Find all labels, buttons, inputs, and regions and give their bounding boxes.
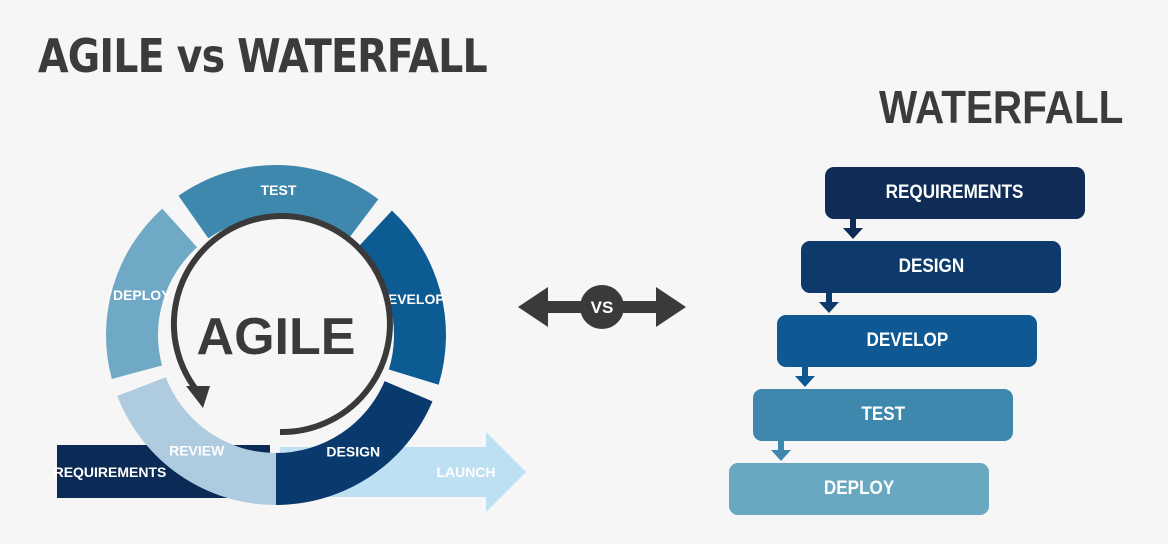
launch-label: LAUNCH (436, 464, 495, 480)
waterfall-title: WATERFALL (879, 81, 1124, 133)
vs-badge (580, 285, 624, 329)
agile-segment-test (178, 165, 379, 241)
waterfall-step-design: DESIGN (801, 241, 1061, 293)
waterfall-connector-arrow (819, 293, 839, 313)
agile-center-label: AGILE (197, 308, 356, 366)
waterfall-connector-arrow (795, 367, 815, 387)
page-title: AGILE vs WATERFALL (38, 29, 488, 83)
waterfall-step-requirements: REQUIREMENTS (825, 167, 1085, 219)
waterfall-connector-arrow (771, 441, 791, 461)
vs-label: VS (591, 298, 614, 317)
waterfall-step-label: DEVELOP (866, 330, 948, 351)
waterfall-step-develop: DEVELOP (777, 315, 1037, 367)
agile-segment-label-design: DESIGN (326, 444, 380, 460)
cycle-arrowhead (186, 386, 210, 408)
waterfall-step-test: TEST (753, 389, 1013, 441)
waterfall-step-label: DESIGN (898, 256, 964, 277)
agile-segment-design (276, 381, 433, 505)
agile-segment-deploy (106, 208, 198, 379)
waterfall-step-deploy: DEPLOY (729, 463, 989, 515)
cycle-arrow (170, 213, 393, 436)
waterfall-step-label: TEST (861, 404, 905, 425)
agile-segment-label-develop: DEVELOP (378, 291, 445, 307)
vs-double-arrow: VS (518, 285, 686, 329)
requirements-label: REQUIREMENTS (54, 464, 167, 480)
agile-segment-label-review: REVIEW (169, 442, 225, 458)
agile-segment-label-deploy: DEPLOY (113, 287, 171, 303)
waterfall-connector-arrow (843, 219, 863, 239)
waterfall-step-label: DEPLOY (823, 478, 895, 499)
agile-segment-label-test: TEST (261, 182, 297, 198)
agile-segment-review (117, 377, 277, 505)
waterfall-step-label: REQUIREMENTS (886, 182, 1024, 203)
agile-segment-develop (356, 210, 446, 385)
